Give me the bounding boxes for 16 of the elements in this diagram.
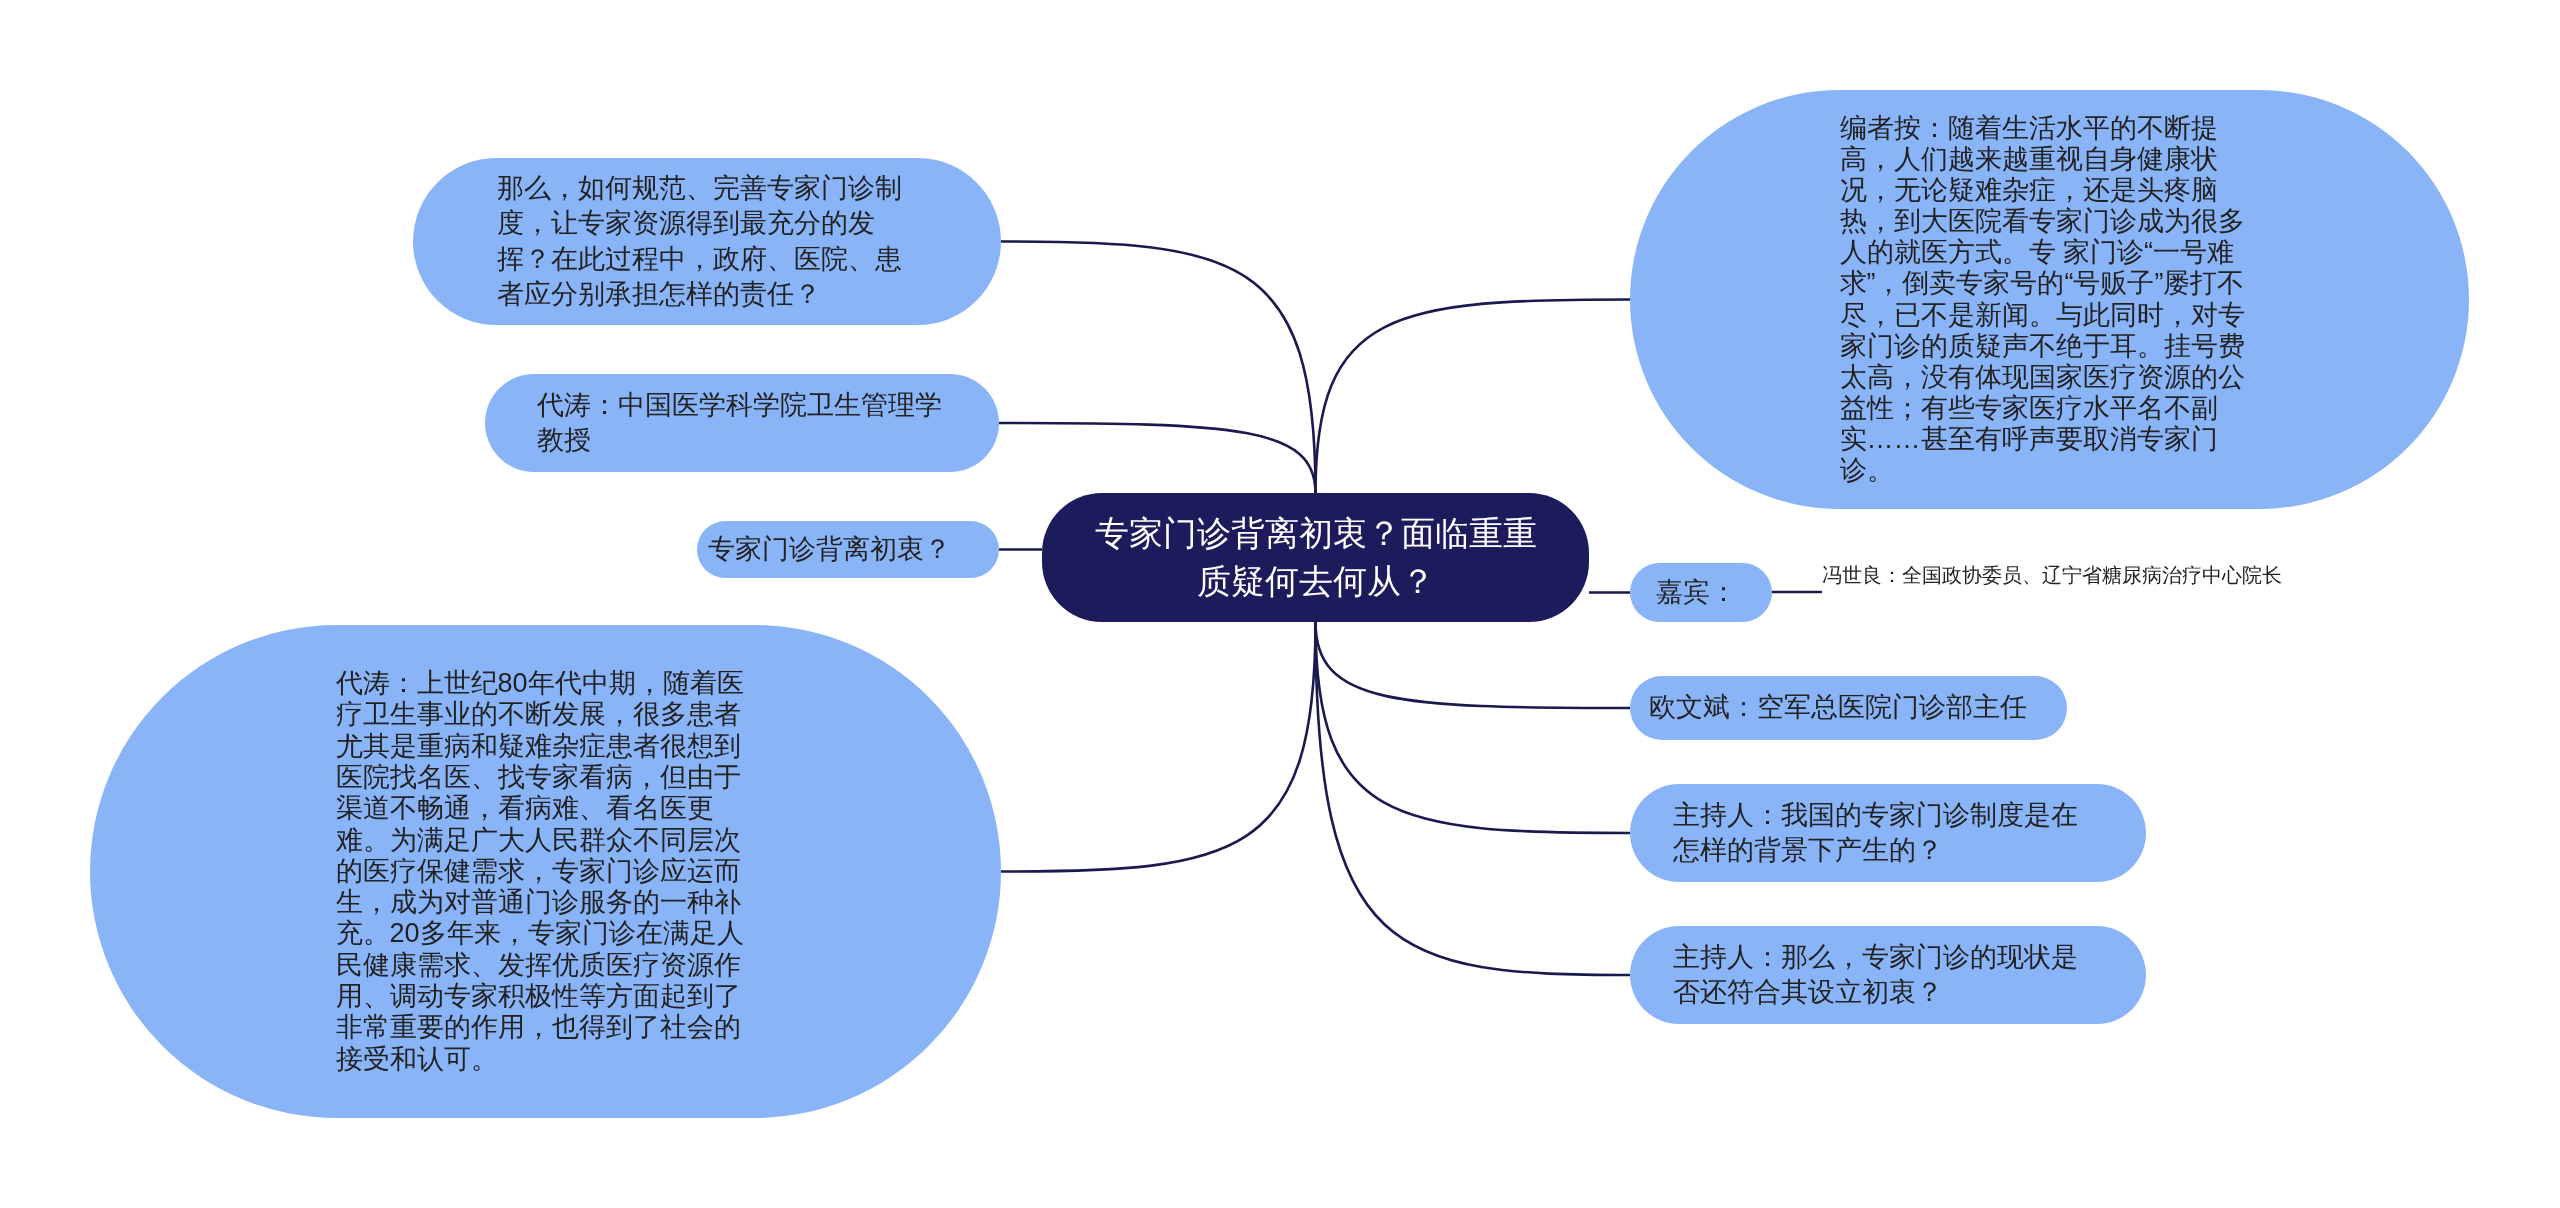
connector xyxy=(1772,590,1822,594)
topic-pill xyxy=(697,521,999,578)
connector xyxy=(999,548,1042,551)
topic-text: 嘉宾： xyxy=(1656,575,1738,609)
topic-text: 那么，如何规范、完善专家门诊制度，让专家资源得到最充分的发挥？在此过程中，政府、医院、患者应分别承担怎样的责任？ xyxy=(497,172,903,311)
topic-text: 代涛：中国医学科学院卫生管理学教授 xyxy=(537,388,943,457)
topic-text: 主持人：我国的专家门诊制度是在怎样的背景下产生的？ xyxy=(1673,798,2079,867)
connector xyxy=(1589,591,1630,594)
topic-text: 欧文斌：空军总医院门诊部主任 xyxy=(1648,691,2028,725)
guest-note: 冯世良：全国政协委员、辽宁省糖尿病治疗中心院长 xyxy=(1822,562,2452,588)
topic-text: 专家门诊背离初衷？ xyxy=(708,532,952,566)
topic-title: 专家门诊背离初衷？面临重重质疑何去何从？ xyxy=(1093,512,1538,602)
topic-text: 主持人：那么，专家门诊的现状是否还符合其设立初衷？ xyxy=(1673,940,2079,1009)
topic-text: 编者按：随着生活水平的不断提高，人们越来越重视自身健康状况，无论疑难杂症，还是头疼脑热，到大医院看专家门诊成为很多人的就医方式。专 家门诊“一号难求”，倒卖专家号的“号贩子”屡打不尽，已不是新闻。与此同时，对专家门诊的质疑声不绝于耳。挂号费太高，没有体现国家医疗资源的公益性；有些专家医疗水平名不副实……甚至有呼声要取消专家门诊。 xyxy=(1839,113,2246,486)
connector xyxy=(1314,298,1630,494)
topic-text: 代涛：上世纪80年代中期，随着医疗卫生事业的不断发展，很多患者尤其是重病和疑难杂症患者很想到医院找名医、找专家看病，但由于渠道不畅通，看病难、看名医更难。为满足广大人民群众不同层次的医疗保健需求，专家门诊应运而生，成为对普通门诊服务的一种补充。20多年来，专家门诊在满足人民健康需求、发挥优质医疗资源作用、调动专家积极性等方面起到了非常重要的作用，也得到了社会的接受和认可。 xyxy=(335,667,745,1076)
